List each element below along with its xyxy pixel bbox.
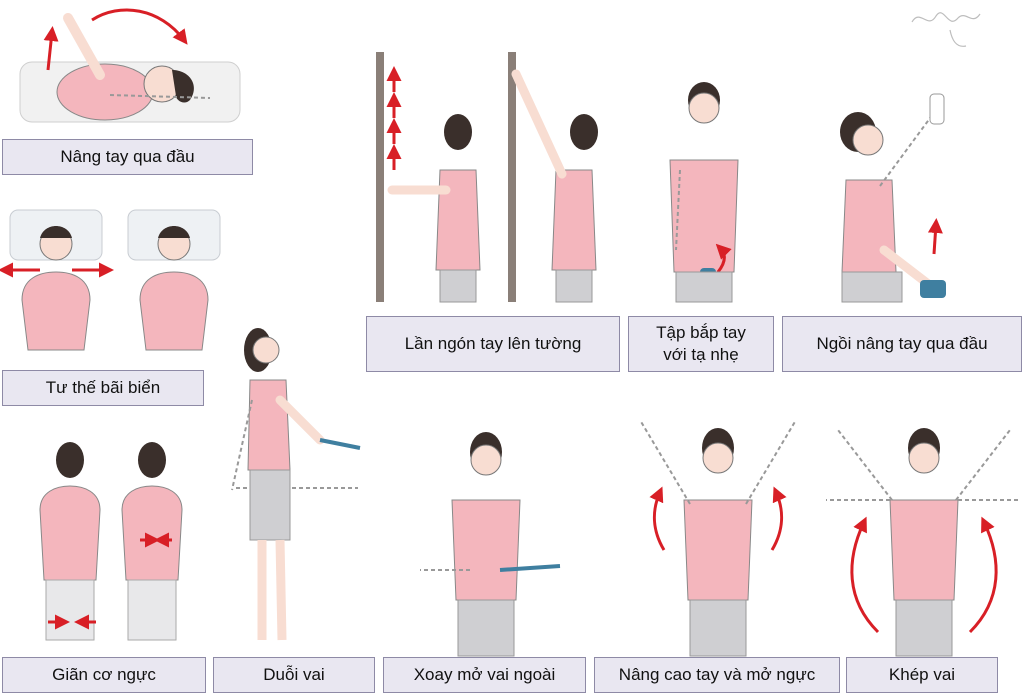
label-beach-pose-text: Tư thế bãi biển bbox=[45, 378, 161, 397]
label-shoulder-extension: Duỗi vai bbox=[213, 657, 375, 693]
figure-chest-stretch bbox=[39, 442, 183, 641]
figure-bicep-curl bbox=[669, 82, 739, 303]
label-raise-overhead: Nâng tay qua đầu bbox=[2, 139, 253, 175]
label-chest-stretch: Giãn cơ ngực bbox=[2, 657, 206, 693]
label-shoulder-adduction: Khép vai bbox=[846, 657, 998, 693]
label-raise-open-chest: Nâng cao tay và mở ngực bbox=[594, 657, 840, 693]
label-raise-open-chest-text: Nâng cao tay và mở ngực bbox=[618, 665, 816, 684]
label-bicep-curl-line2: với tạ nhẹ bbox=[663, 345, 739, 364]
label-wall-walk: Lần ngón tay lên tường bbox=[366, 316, 620, 372]
figure-raise-overhead bbox=[19, 8, 241, 123]
label-bicep-curl-line1: Tập bắp tay bbox=[656, 323, 746, 342]
figure-wall-walk bbox=[376, 52, 598, 303]
figure-shoulder-adduction bbox=[826, 428, 1020, 657]
label-raise-overhead-text: Nâng tay qua đầu bbox=[60, 147, 195, 166]
figure-beach-pose bbox=[0, 209, 221, 351]
label-external-rotation: Xoay mở vai ngoài bbox=[383, 657, 586, 693]
figure-external-rotation bbox=[420, 432, 561, 657]
label-shoulder-adduction-text: Khép vai bbox=[888, 665, 956, 684]
signature-mark bbox=[911, 12, 981, 47]
label-bicep-curl: Tập bắp tay với tạ nhẹ bbox=[628, 316, 774, 372]
label-seated-raise: Ngồi nâng tay qua đầu bbox=[782, 316, 1022, 372]
label-external-rotation-text: Xoay mở vai ngoài bbox=[413, 665, 556, 684]
figure-shoulder-extension bbox=[231, 328, 361, 641]
label-chest-stretch-text: Giãn cơ ngực bbox=[52, 665, 156, 684]
figure-raise-open-chest bbox=[639, 419, 797, 657]
label-shoulder-extension-text: Duỗi vai bbox=[263, 665, 325, 684]
label-beach-pose: Tư thế bãi biển bbox=[2, 370, 204, 406]
figure-seated-raise bbox=[840, 93, 946, 303]
label-seated-raise-text: Ngồi nâng tay qua đầu bbox=[816, 334, 988, 353]
label-wall-walk-text: Lần ngón tay lên tường bbox=[404, 334, 582, 353]
